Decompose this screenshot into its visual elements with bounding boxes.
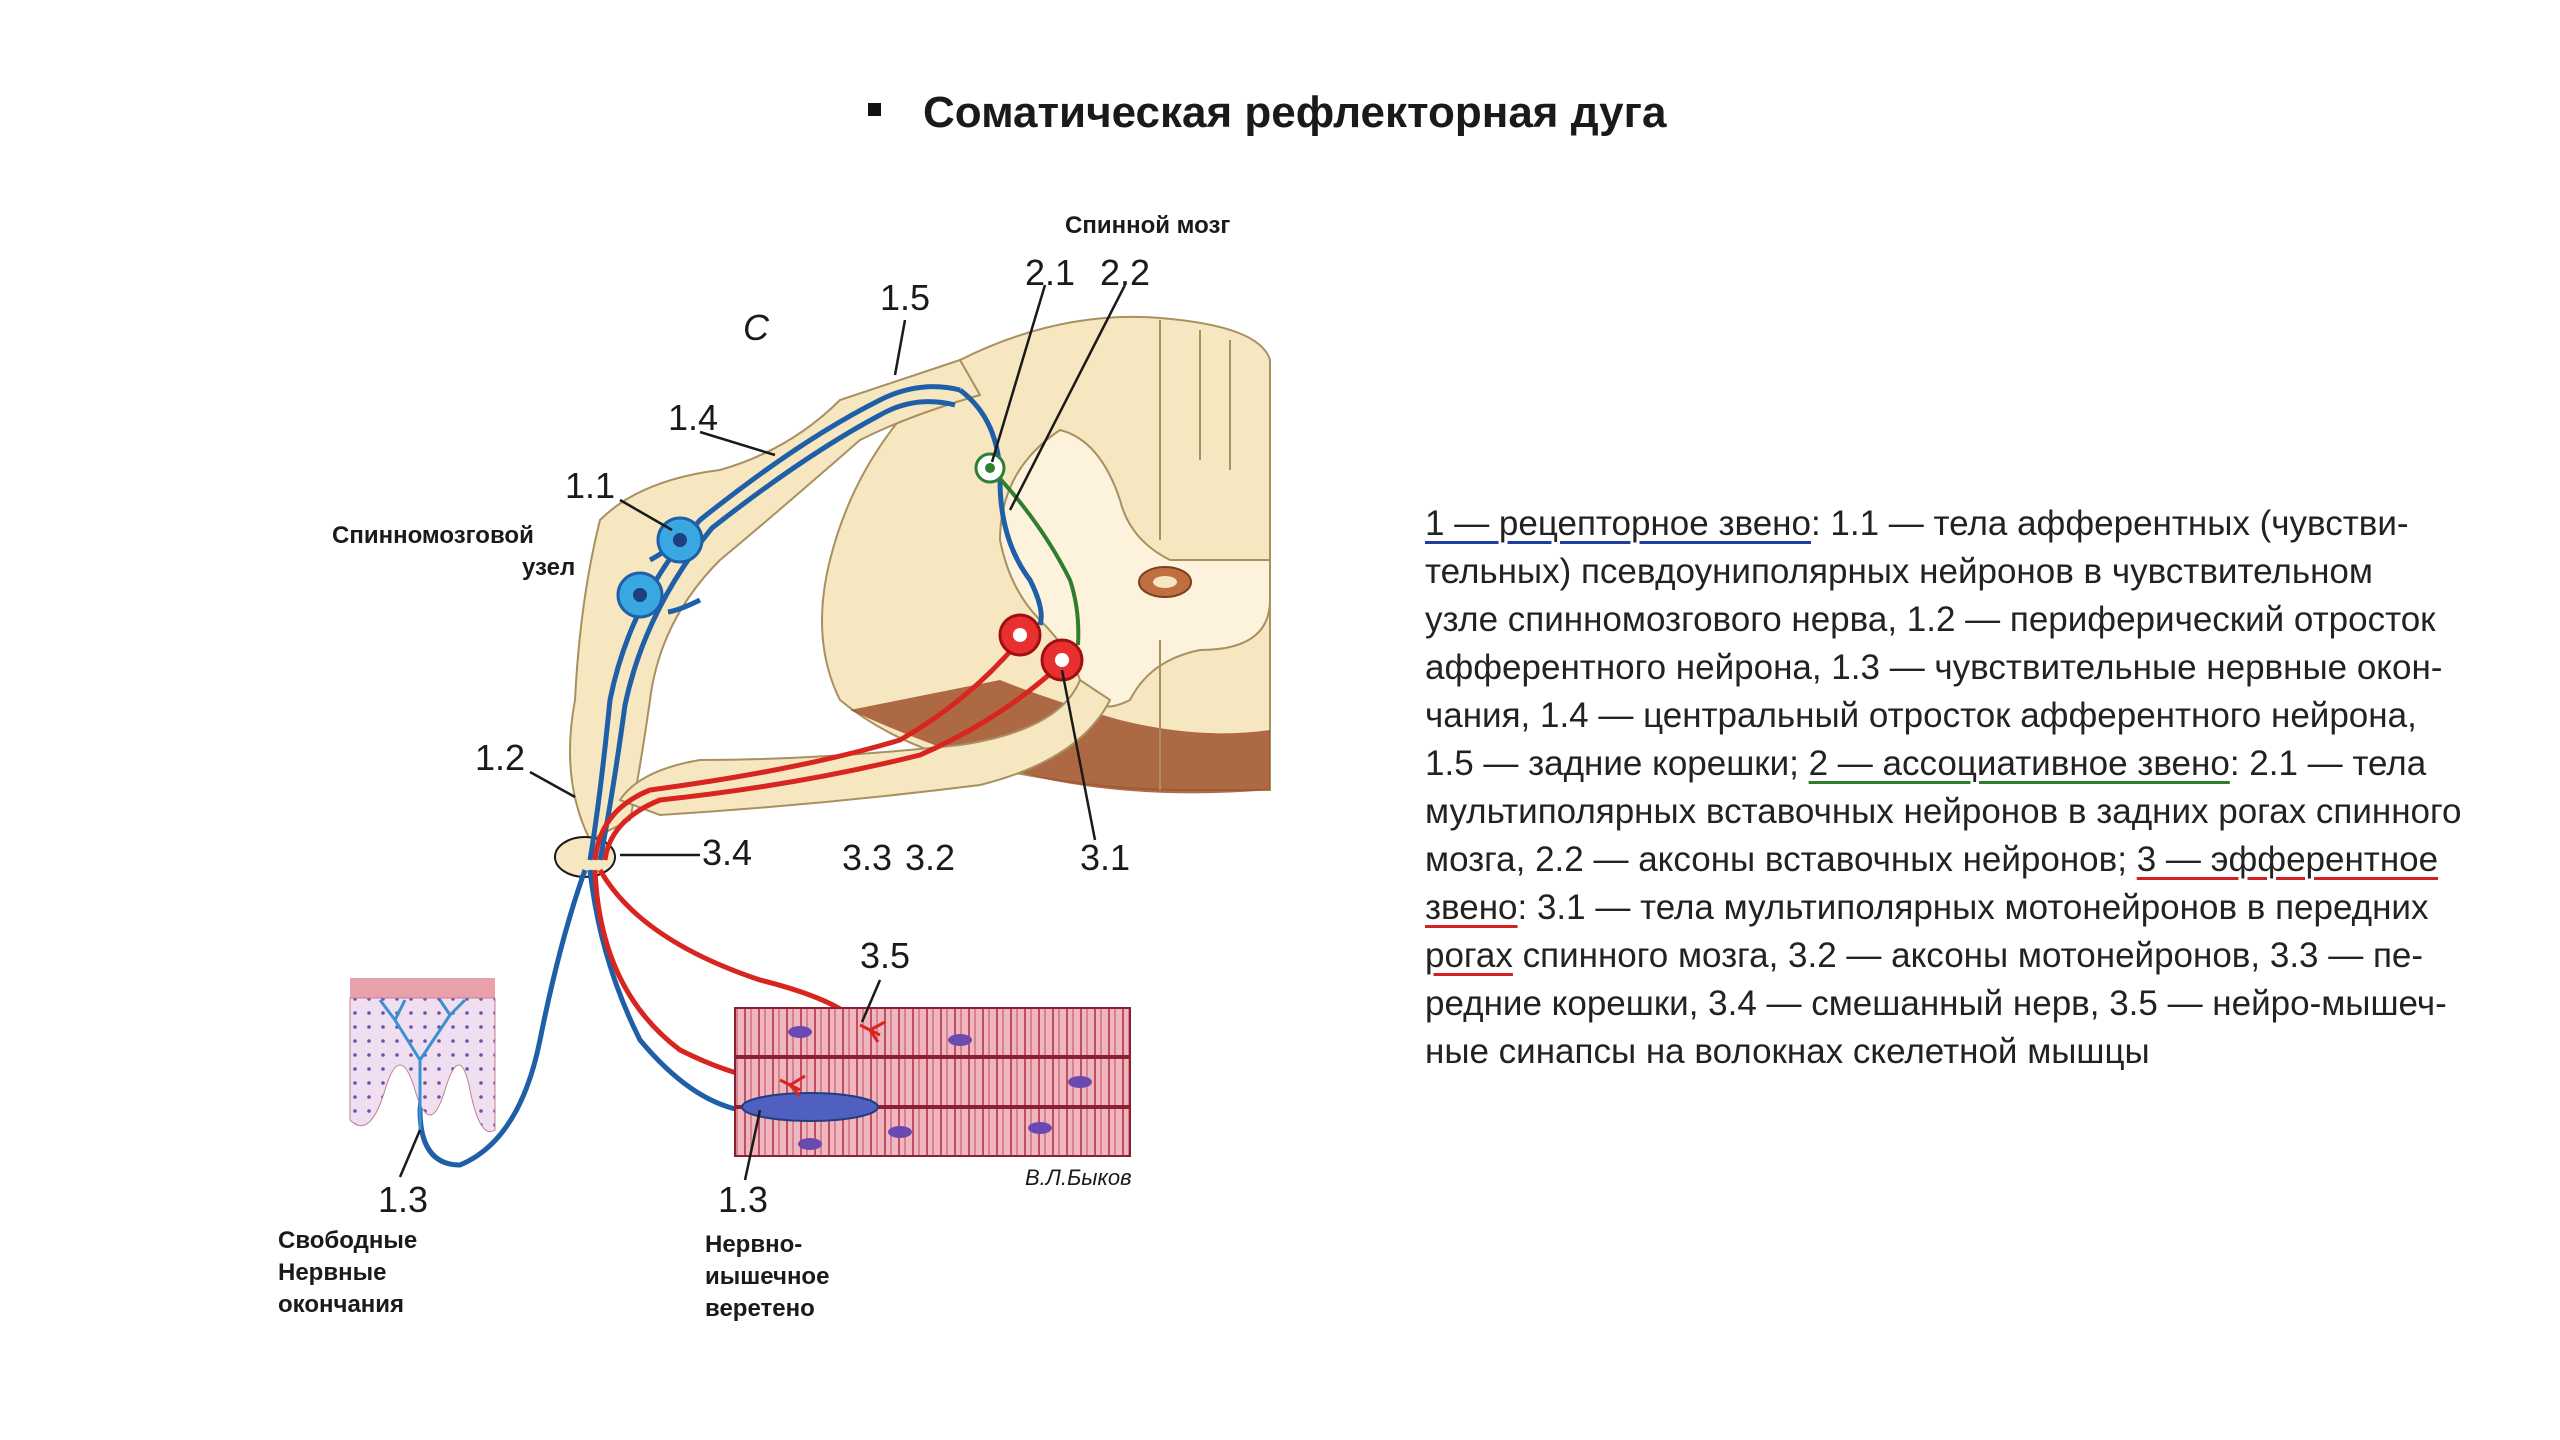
label-spindle-2: иышечное <box>705 1263 829 1290</box>
legend-line: тельных) псевдоуниполярных нейронов в чу… <box>1425 552 2373 591</box>
neuromuscular-spindle <box>741 1092 879 1122</box>
skin-free-endings <box>349 978 496 1133</box>
bullet-icon <box>868 102 881 116</box>
label-1-3-spindle: 1.3 <box>718 1179 768 1220</box>
label-1-2: 1.2 <box>475 737 525 778</box>
legend-line: чания, 1.4 — центральный отросток аффере… <box>1425 696 2417 735</box>
skeletal-muscle <box>734 1007 1131 1157</box>
legend-line: звено: 3.1 — тела мультиполярных мотоней… <box>1425 884 2505 932</box>
label-spindle-3: веретено <box>705 1295 815 1322</box>
efferent-link-title-cont: звено <box>1425 888 1518 927</box>
receptor-link-title: 1 — рецепторное звено <box>1425 504 1811 543</box>
label-free-endings-2: Нервные <box>278 1259 386 1286</box>
efferent-underline-cont: рогах <box>1425 936 1513 975</box>
label-1-3-skin: 1.3 <box>378 1179 428 1220</box>
legend-fragment: : 2.1 — тела <box>2229 744 2427 783</box>
association-link-title: 2 — ассоциативное звено <box>1808 744 2230 783</box>
legend-fragment: 1.5 — задние корешки; <box>1425 744 1809 783</box>
label-3-3: 3.3 <box>842 837 892 878</box>
label-free-endings-3: окончания <box>278 1291 404 1318</box>
label-spinal-cord: Спинной мозг <box>1065 212 1230 239</box>
legend-line: ные синапсы на волокнах скелетной мышцы <box>1425 1032 2150 1071</box>
label-free-endings-1: Свободные <box>278 1227 417 1254</box>
label-panel-letter: С <box>743 307 770 348</box>
association-neuron <box>974 452 1081 646</box>
legend-fragment: мозга, 2.2 — аксоны вставочных нейронов; <box>1425 840 2137 879</box>
legend-line: рогах спинного мозга, 3.2 — аксоны мотон… <box>1425 932 2505 980</box>
legend-line: узле спинномозгового нерва, 1.2 — перифе… <box>1425 600 2436 639</box>
legend-line: 1 — рецепторное звено: 1.1 — тела аффере… <box>1425 500 2505 548</box>
signature: В.Л.Быков <box>1025 1165 1132 1190</box>
label-3-5: 3.5 <box>860 935 910 976</box>
legend-fragment: : 3.1 — тела мультиполярных мотонейронов… <box>1517 888 2429 927</box>
neuromuscular-synapse <box>779 1020 886 1098</box>
label-1-4: 1.4 <box>668 397 718 438</box>
legend-fragment: спинного мозга, 3.2 — аксоны мотонейроно… <box>1512 936 2424 975</box>
label-ganglion-line1: Спинномозговой <box>332 522 534 549</box>
label-1-1: 1.1 <box>565 465 615 506</box>
leader-lines <box>398 284 1127 1181</box>
label-3-1: 3.1 <box>1080 837 1130 878</box>
motor-neurons <box>998 613 1084 682</box>
title-text: Соматическая рефлекторная дуга <box>923 88 1667 137</box>
page-title: Соматическая рефлекторная дуга <box>868 88 1666 138</box>
label-spindle-1: Нервно- <box>705 1231 802 1258</box>
label-3-2: 3.2 <box>905 837 955 878</box>
legend-line: афферентного нейрона, 1.3 — чувствительн… <box>1425 648 2443 687</box>
legend-line: 1.5 — задние корешки; 2 — ассоциативное … <box>1425 740 2505 788</box>
label-1-5: 1.5 <box>880 277 930 318</box>
legend-line: мультиполярных вставочных нейронов в зад… <box>1425 792 2462 831</box>
legend-fragment: : 1.1 — тела афферентных (чувстви- <box>1810 504 2409 543</box>
label-2-2: 2.2 <box>1100 252 1150 293</box>
ganglion-neurons <box>616 516 704 619</box>
label-ganglion-line2: узел <box>522 554 575 581</box>
efferent-link-title: 3 — эфферентное <box>2136 840 2439 879</box>
label-2-1: 2.1 <box>1025 252 1075 293</box>
legend-text: 1 — рецепторное звено: 1.1 — тела аффере… <box>1425 500 2505 1076</box>
legend-line: редние корешки, 3.4 — смешанный нерв, 3.… <box>1425 984 2447 1023</box>
label-3-4: 3.4 <box>702 832 752 873</box>
legend-line: мозга, 2.2 — аксоны вставочных нейронов;… <box>1425 836 2505 884</box>
